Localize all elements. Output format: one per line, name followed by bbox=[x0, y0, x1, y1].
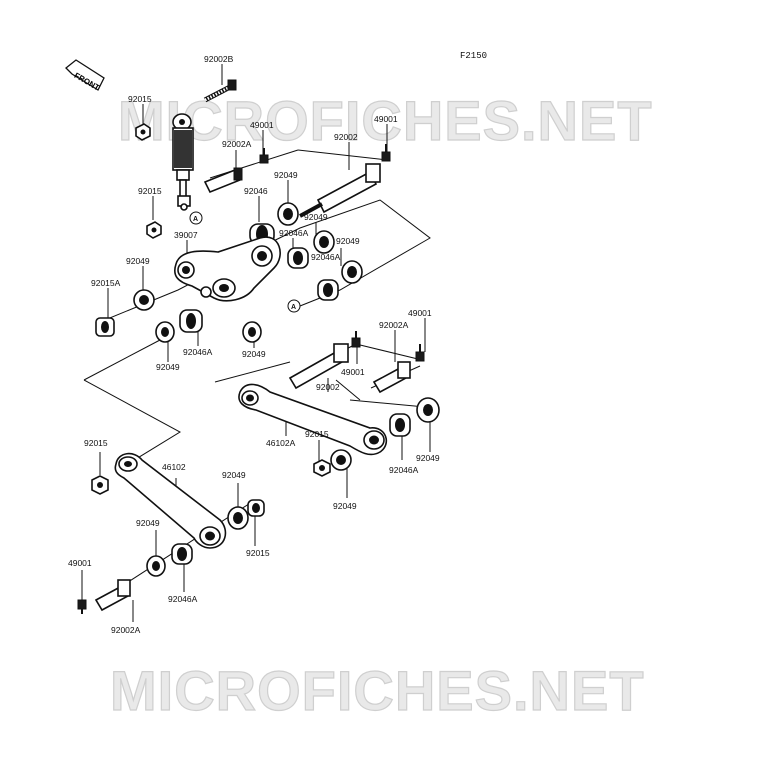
callout-a-mid-text: A bbox=[291, 304, 296, 311]
callout-a-top: A bbox=[189, 211, 203, 225]
label-49001: 49001 bbox=[408, 308, 432, 318]
seal-92049-lower-left bbox=[155, 321, 175, 343]
label-92015: 92015 bbox=[138, 186, 162, 196]
nut-92015-lower-left-b bbox=[247, 499, 265, 517]
label-49001: 49001 bbox=[250, 120, 274, 130]
label-92002A: 92002A bbox=[379, 320, 409, 330]
label-92046A: 92046A bbox=[183, 347, 213, 357]
label-92046A: 92046A bbox=[389, 465, 419, 475]
nut-92015-left bbox=[146, 221, 162, 239]
label-92002A: 92002A bbox=[111, 625, 141, 635]
bearing-92046A-a bbox=[287, 247, 309, 269]
seal-92049-lower-right-a bbox=[416, 397, 440, 423]
label-46102: 46102 bbox=[162, 462, 186, 472]
bearing-92046A-e bbox=[171, 543, 193, 565]
pull-rod-46102 bbox=[114, 452, 227, 549]
grease-nipple-49001-b bbox=[381, 144, 391, 162]
label-92046A: 92046A bbox=[168, 594, 198, 604]
part-labels: 92002B 92015 49001 92002A 92002 49001 92… bbox=[68, 54, 440, 635]
label-92015: 92015 bbox=[128, 94, 152, 104]
label-92015A: 92015A bbox=[91, 278, 121, 288]
bolt-92002A-lower-left bbox=[94, 579, 131, 612]
seal-92049-lower-left-a bbox=[227, 506, 249, 530]
label-92015: 92015 bbox=[246, 548, 270, 558]
label-92046: 92046 bbox=[244, 186, 268, 196]
label-92049: 92049 bbox=[336, 236, 360, 246]
label-92002B: 92002B bbox=[204, 54, 234, 64]
label-92049: 92049 bbox=[136, 518, 160, 528]
bearing-92046A-b bbox=[317, 279, 339, 301]
callout-a-mid: A bbox=[287, 299, 301, 313]
callout-a-top-text: A bbox=[193, 216, 198, 223]
grease-nipple-49001-c bbox=[351, 331, 361, 348]
label-92049: 92049 bbox=[304, 212, 328, 222]
watermark-bottom: MICROFICHES.NET bbox=[110, 659, 645, 722]
bolt-92002A-lower-right bbox=[372, 361, 411, 394]
label-92049: 92049 bbox=[274, 170, 298, 180]
seal-92049-lower-mid bbox=[242, 321, 262, 343]
seal-92049-lower-right-b bbox=[330, 449, 352, 471]
label-92049: 92049 bbox=[222, 470, 246, 480]
label-92015: 92015 bbox=[305, 429, 329, 439]
nut-92015-top bbox=[135, 123, 151, 141]
label-92049: 92049 bbox=[416, 453, 440, 463]
bearing-92046A-d bbox=[389, 413, 411, 437]
label-92015: 92015 bbox=[84, 438, 108, 448]
seal-92049-right-a bbox=[313, 230, 335, 254]
label-92049: 92049 bbox=[156, 362, 180, 372]
figure-code: F2150 bbox=[460, 51, 487, 61]
bolt-92002-upper bbox=[299, 163, 381, 218]
seal-92049-right-b bbox=[341, 260, 363, 284]
shock-absorber bbox=[172, 113, 194, 211]
bearing-92046A-c bbox=[179, 309, 203, 333]
front-arrow-icon: FRONT bbox=[65, 59, 105, 93]
seal-92049-lower-left-b bbox=[146, 555, 166, 577]
grease-nipple-49001-e bbox=[77, 599, 87, 614]
bolt-92002-lower bbox=[288, 343, 349, 390]
label-49001: 49001 bbox=[68, 558, 92, 568]
bolt-92002B bbox=[203, 79, 237, 103]
grease-nipple-49001-d bbox=[415, 344, 425, 362]
label-92049: 92049 bbox=[333, 501, 357, 511]
seal-92049-left bbox=[133, 289, 155, 311]
tie-rod-46102A bbox=[238, 383, 388, 456]
seal-92049-upper bbox=[277, 202, 299, 226]
grease-nipple-49001-a bbox=[259, 148, 269, 164]
nut-92015-lower-right bbox=[313, 459, 331, 477]
label-92049: 92049 bbox=[242, 349, 266, 359]
rocker-arm-39007 bbox=[174, 236, 281, 302]
nut-92015-lower-left bbox=[91, 475, 109, 495]
label-92049: 92049 bbox=[126, 256, 150, 266]
label-92046A: 92046A bbox=[311, 252, 341, 262]
bolt-92002A-upper bbox=[203, 167, 243, 194]
nut-92015A bbox=[95, 317, 115, 337]
label-49001: 49001 bbox=[374, 114, 398, 124]
label-46102A: 46102A bbox=[266, 438, 296, 448]
label-92002A: 92002A bbox=[222, 139, 252, 149]
label-92002: 92002 bbox=[334, 132, 358, 142]
label-92002: 92002 bbox=[316, 382, 340, 392]
label-92046A: 92046A bbox=[279, 228, 309, 238]
label-49001: 49001 bbox=[341, 367, 365, 377]
label-39007: 39007 bbox=[174, 230, 198, 240]
